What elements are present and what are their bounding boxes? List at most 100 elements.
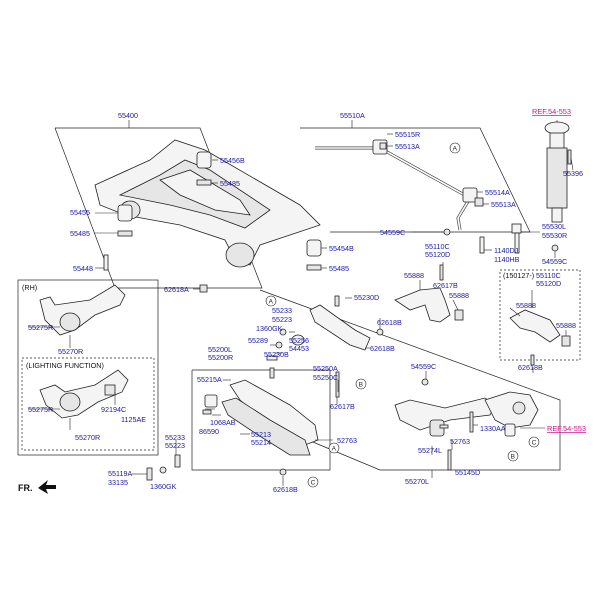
label-54559C: 54559C [380,228,405,237]
rh-arm-frame [17,279,159,456]
label-55274L: 55274L [418,446,442,455]
label-55213: 55213 [251,430,271,439]
label-1330AA: 1330AA [480,424,506,433]
label-1068AB: 1068AB [210,418,236,427]
label-33135: 33135 [108,478,128,487]
crossmember-55400 [94,139,321,268]
lower-arm-55200 [146,379,319,481]
label-62618B: 62618B [273,485,298,494]
label-55513A: 55513A [491,200,516,209]
trailing-arm-55270L [394,378,539,471]
label-55888: 55888 [556,321,576,330]
upper-link-hardware [266,328,340,398]
label-55120D: 55120D [536,279,561,288]
label-55270L: 55270L [405,477,429,486]
crossmember-frame [54,127,263,289]
label-1360GK: 1360GK [256,324,283,333]
label-55888: 55888 [449,291,469,300]
label-55888: 55888 [404,271,424,280]
label-55120D: 55120D [425,250,450,259]
label-55530L: 55530L [542,222,566,231]
svg-text:B: B [359,382,363,389]
label-55223: 55223 [272,315,292,324]
label-55275R: 55275R [28,323,53,332]
shock-absorber-55396 [544,121,572,252]
lighting-function-frame [21,357,155,451]
callout-a: A [449,142,461,154]
upper-arm-150127-frame [499,269,581,361]
label-92194C: 92194C [101,405,126,414]
ref-54-553-shock[interactable]: REF.54-553 [532,107,571,116]
label-62618B: 62618B [518,363,543,372]
label-150127: (150127-) [503,271,534,280]
label-62618B: 62618B [370,344,395,353]
label-55514A: 55514A [485,188,510,197]
upper-arm-55110C [394,264,464,323]
callout-b: B [355,378,367,390]
rh-arm-55270R [39,284,126,336]
label-62617B: 62617B [330,402,355,411]
callout-b: B [507,450,519,462]
label-55250C: 55250C [313,373,338,382]
callout-c: C [307,476,319,488]
label-1125AE: 1125AE [121,415,146,424]
label-62618A: 62618A [164,285,189,294]
label-54559C: 54559C [411,362,436,371]
label-55530R: 55530R [542,231,567,240]
label-55214: 55214 [251,438,271,447]
callout-a: A [328,442,340,454]
part-labels: 55400 55456B 55485 55455 55485 55454B 55… [18,107,586,494]
upper-arm-150127 [509,309,571,366]
label-1140HB: 1140HB [494,255,520,264]
svg-text:B: B [511,454,515,461]
callout-c: C [528,436,540,448]
label-55289: 55289 [248,336,268,345]
upper-link-55250 [309,295,384,351]
label-55485: 55485 [70,229,90,238]
crossmember-bushings [103,151,322,293]
label-62617B: 62617B [433,281,458,290]
label-55270R: 55270R [58,347,83,356]
label-52763: 52763 [450,437,470,446]
lower-arm-frame [191,369,331,471]
label-86590: 86590 [199,427,219,436]
stabilizer-link [443,223,522,254]
label-55233: 55233 [165,433,185,442]
label-55200R: 55200R [208,353,233,362]
lighting-arm-55270R [39,369,129,419]
label-1140DJ: 1140DJ [494,246,519,255]
label-55455: 55455 [70,208,90,217]
section-frames [17,127,581,471]
label-55230D: 55230D [354,293,379,302]
label-55119A: 55119A [108,469,132,478]
stabilizer-bar-55510A [315,139,484,231]
label-54559C: 54559C [542,257,567,266]
svg-text:A: A [453,146,458,153]
label-55250A: 55250A [313,364,338,373]
label-55223: 55223 [165,441,185,450]
svg-text:C: C [311,480,316,487]
label-55515R: 55515R [395,130,420,139]
label-55396: 55396 [563,169,583,178]
front-direction-arrow [38,480,56,494]
label-55400: 55400 [118,111,138,120]
ref-54-553-knuckle[interactable]: REF.54-553 [547,424,586,433]
svg-text:A: A [269,299,274,306]
callout-a: A [265,295,277,307]
label-1360GK: 1360GK [150,482,177,491]
label-55200L: 55200L [208,345,232,354]
label-52763: 52763 [337,436,357,445]
label-55256: 55256 [289,336,309,345]
label-lighting-function: (LIGHTING FUNCTION) [26,361,104,370]
label-55448: 55448 [73,264,93,273]
svg-text:A: A [332,446,337,453]
label-55145D: 55145D [455,468,480,477]
trailing-arm-frame [259,289,561,471]
leader-lines [28,120,574,486]
label-55510A: 55510A [340,111,365,120]
label-55485: 55485 [329,264,349,273]
label-55888: 55888 [516,301,536,310]
label-55215A: 55215A [197,375,222,384]
label-55485: 55485 [220,179,240,188]
label-55275R: 55275R [28,405,53,414]
